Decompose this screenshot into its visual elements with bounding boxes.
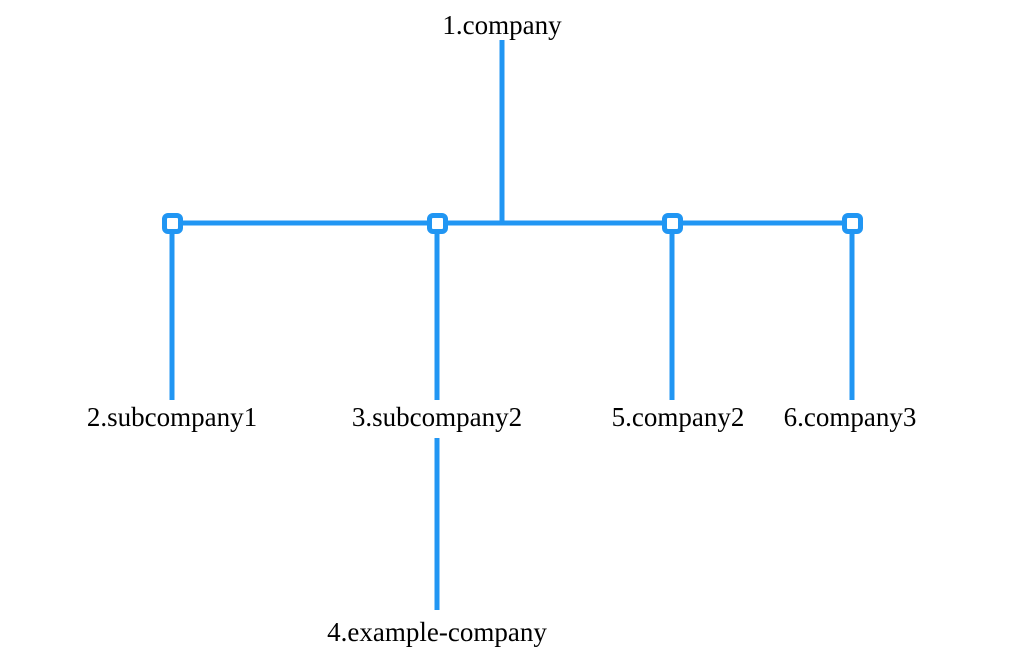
node-handle-6[interactable] (842, 213, 863, 234)
node-label-subcompany2[interactable]: 3.subcompany2 (351, 402, 523, 432)
node-handle-5[interactable] (662, 213, 683, 234)
node-label-root[interactable]: 1.company (442, 10, 562, 40)
node-handle-3[interactable] (427, 213, 448, 234)
node-handle-2[interactable] (162, 213, 183, 234)
node-label-example-company[interactable]: 4.example-company (327, 617, 547, 647)
node-label-company3[interactable]: 6.company3 (783, 402, 917, 432)
node-label-subcompany1[interactable]: 2.subcompany1 (86, 402, 258, 432)
node-label-company2[interactable]: 5.company2 (611, 402, 745, 432)
